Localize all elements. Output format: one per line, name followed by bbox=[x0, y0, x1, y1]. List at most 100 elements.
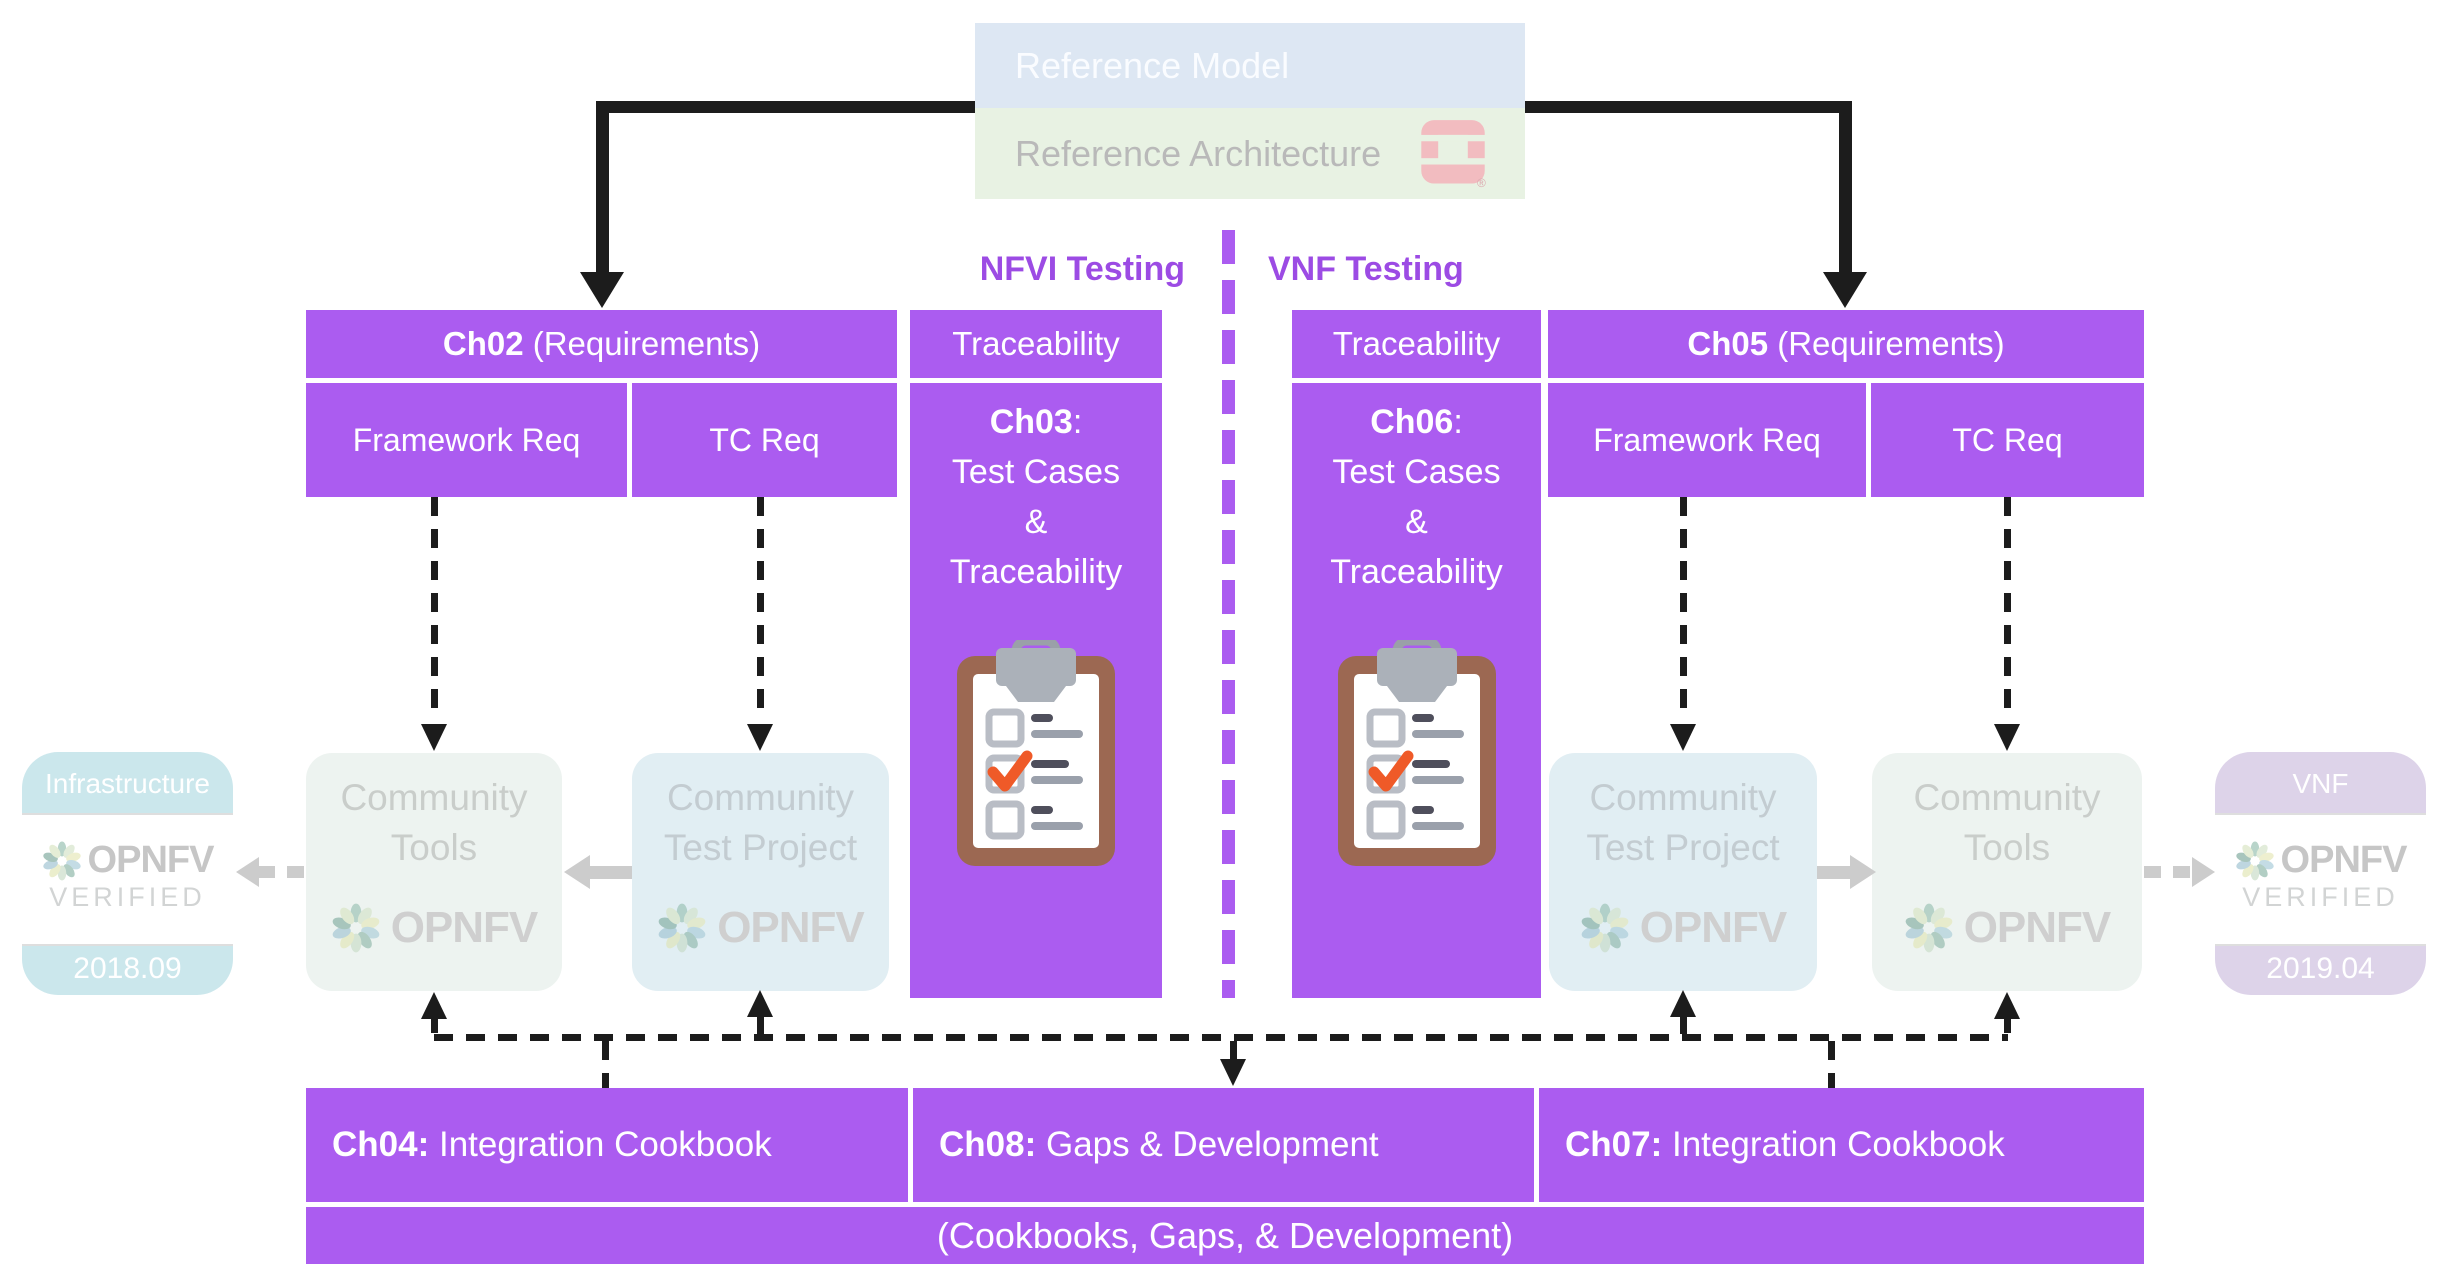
top-arrow-left-vertical bbox=[596, 101, 609, 273]
bottom-connector-up-right-elbow bbox=[2004, 1014, 2011, 1034]
bottom-connector-up-arrowhead-testproject-left bbox=[747, 990, 773, 1017]
lane-label-vnf: VNF Testing bbox=[1268, 250, 1464, 288]
community-tools-box-left: Community Tools OPNFV bbox=[306, 753, 562, 991]
openstack-registered-mark: ® bbox=[1477, 176, 1486, 190]
traceability-header-label-left: Traceability bbox=[952, 325, 1120, 362]
ch05-framework-req-cell: Framework Req bbox=[1548, 383, 1866, 497]
ch03-traceability-header: Traceability bbox=[910, 310, 1162, 378]
ch02-chapter: Ch02 bbox=[442, 325, 524, 362]
dashed-arrow-tcreq-right bbox=[2004, 497, 2011, 721]
ch02-tc-req-cell: TC Req bbox=[632, 383, 897, 497]
opnfv-wordmark: OPNFV bbox=[1639, 903, 1788, 952]
opnfv-logo: OPNFV bbox=[1872, 903, 2142, 953]
opnfv-logo: OPNFV bbox=[2215, 839, 2426, 882]
gray-dashed-arrow-to-vnf-badge bbox=[2144, 866, 2192, 878]
community-tools-line2: Tools bbox=[1963, 827, 2051, 868]
ch06-title: Ch06: bbox=[1292, 397, 1541, 447]
ch03-colon: : bbox=[1072, 403, 1083, 441]
ch03-text: Ch03: Test Cases & Traceability bbox=[910, 397, 1162, 597]
tc-req-label-left: TC Req bbox=[709, 422, 820, 458]
cookbooks-footer-bar: (Cookbooks, Gaps, & Development) bbox=[306, 1207, 2144, 1264]
ch05-suffix: (Requirements) bbox=[1768, 325, 2005, 362]
bottom-connector-down-arrowhead-ch08 bbox=[1220, 1059, 1246, 1086]
opnfv-pinwheel-icon bbox=[332, 903, 380, 953]
opnfv-wordmark: OPNFV bbox=[1963, 903, 2112, 952]
badge-panel: OPNFV VERIFIED bbox=[22, 813, 233, 946]
ch06-line-amp: & bbox=[1405, 503, 1428, 541]
opnfv-logo: OPNFV bbox=[306, 903, 562, 953]
bottom-connector-up-arrowhead-testproject-right bbox=[1670, 990, 1696, 1017]
badge-release-label: 2018.09 bbox=[73, 952, 182, 985]
ch04-label: Integration Cookbook bbox=[429, 1125, 772, 1164]
bottom-connector-horizontal-line bbox=[434, 1034, 2008, 1041]
opnfv-wordmark: OPNFV bbox=[87, 839, 215, 881]
opnfv-pinwheel-icon bbox=[2235, 841, 2274, 880]
community-test-project-line1: Community bbox=[1589, 777, 1777, 818]
lane-label-nfvi: NFVI Testing bbox=[979, 250, 1185, 288]
opnfv-pinwheel-icon bbox=[658, 903, 706, 953]
checklist-clipboard-icon bbox=[1332, 636, 1502, 880]
ch06-line-test-cases: Test Cases bbox=[1332, 453, 1501, 491]
ch04-chapter: Ch04: bbox=[332, 1125, 430, 1164]
opnfv-pinwheel-icon bbox=[42, 841, 81, 880]
opnfv-wordmark: OPNFV bbox=[717, 903, 865, 952]
top-arrow-right-arrowhead bbox=[1823, 272, 1867, 308]
ch05-header: Ch05 (Requirements) bbox=[1548, 310, 2144, 378]
ch06-text: Ch06: Test Cases & Traceability bbox=[1292, 397, 1541, 597]
badge-verified-label: VERIFIED bbox=[49, 882, 206, 912]
gray-arrow-testproject-to-tools-right bbox=[1817, 866, 1850, 879]
ch08-label: Gaps & Development bbox=[1036, 1125, 1379, 1164]
bottom-connector-down-stub-ch04 bbox=[602, 1041, 609, 1088]
framework-req-label-left: Framework Req bbox=[352, 422, 581, 458]
opnfv-verified-badge-vnf: VNF OPNFV VERIFIED 2019.04 bbox=[2215, 752, 2426, 995]
ch04-cell: Ch04: Integration Cookbook bbox=[306, 1088, 908, 1202]
bottom-connector-down-stub-ch07 bbox=[1828, 1041, 1835, 1088]
dashed-arrowhead-framework-right bbox=[1670, 724, 1696, 751]
ch06-line-traceability: Traceability bbox=[1330, 553, 1503, 591]
badge-verified-label: VERIFIED bbox=[2242, 882, 2399, 912]
community-test-project-box-right: Community Test Project OPNFV bbox=[1549, 753, 1817, 991]
ch03-body: Ch03: Test Cases & Traceability bbox=[910, 383, 1162, 998]
community-tools-line1: Community bbox=[1913, 777, 2101, 818]
bottom-connector-up-arrowhead-tools-left bbox=[421, 992, 447, 1019]
checklist-clipboard-icon bbox=[951, 636, 1121, 880]
ch07-label: Integration Cookbook bbox=[1662, 1125, 2005, 1164]
top-arrow-right-vertical bbox=[1839, 101, 1852, 273]
ch07-chapter: Ch07: bbox=[1565, 1125, 1663, 1164]
cookbooks-footer-label: (Cookbooks, Gaps, & Development) bbox=[936, 1215, 1514, 1256]
dashed-arrow-framework-right bbox=[1680, 497, 1687, 721]
reference-box: Reference Model Reference Architecture ® bbox=[975, 23, 1525, 199]
opnfv-wordmark: OPNFV bbox=[390, 903, 539, 952]
community-test-project-box-left: Community Test Project OPNFV bbox=[632, 753, 889, 991]
ch08-chapter: Ch08: bbox=[939, 1125, 1037, 1164]
bottom-connector-up-stub-testproject-left bbox=[757, 1016, 764, 1034]
dashed-arrowhead-framework-left bbox=[421, 724, 447, 751]
badge-title: VNF bbox=[2292, 768, 2349, 799]
opnfv-wordmark: OPNFV bbox=[2280, 839, 2408, 881]
bottom-connector-down-stub-ch08 bbox=[1230, 1041, 1237, 1059]
reference-architecture-row: Reference Architecture ® bbox=[975, 108, 1525, 199]
ch06-colon: : bbox=[1453, 403, 1463, 441]
gray-arrowhead-right bbox=[1850, 855, 1876, 889]
framework-req-label-right: Framework Req bbox=[1593, 422, 1821, 458]
gray-dashed-arrowhead-left bbox=[236, 857, 259, 887]
community-tools-box-right: Community Tools OPNFV bbox=[1872, 753, 2142, 991]
ch07-cell: Ch07: Integration Cookbook bbox=[1539, 1088, 2144, 1202]
ch03-title: Ch03: bbox=[910, 397, 1162, 447]
ch03-line-test-cases: Test Cases bbox=[951, 453, 1121, 491]
ch03-chapter: Ch03 bbox=[989, 403, 1073, 441]
opnfv-verified-badge-infrastructure: Infrastructure OPNFV VERIFIED bbox=[22, 752, 233, 995]
openstack-logo-icon: ® bbox=[1417, 118, 1489, 192]
reference-architecture-label: Reference Architecture bbox=[1015, 133, 1382, 174]
tc-req-label-right: TC Req bbox=[1952, 422, 2063, 458]
reference-model-label: Reference Model bbox=[1015, 45, 1290, 86]
bottom-connector-up-arrowhead-tools-right bbox=[1994, 992, 2020, 1019]
dashed-arrow-tcreq-left bbox=[757, 497, 764, 721]
community-test-project-line1: Community bbox=[666, 777, 855, 818]
opnfv-pinwheel-icon bbox=[1905, 903, 1953, 953]
badge-release-label: 2019.04 bbox=[2266, 952, 2375, 985]
ch05-chapter: Ch05 bbox=[1687, 325, 1769, 362]
traceability-header-label-right: Traceability bbox=[1332, 325, 1501, 362]
ch06-chapter: Ch06 bbox=[1370, 403, 1454, 441]
